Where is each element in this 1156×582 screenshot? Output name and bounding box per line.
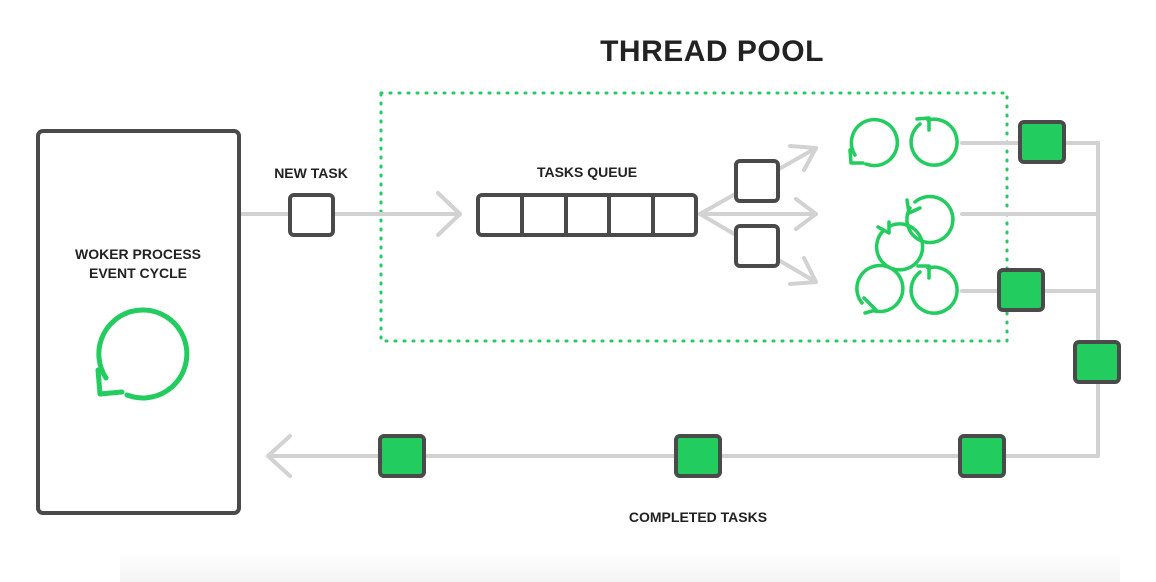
diagram-title: THREAD POOL	[600, 35, 824, 68]
completed-task-box	[674, 434, 722, 478]
completed-task-box	[378, 434, 426, 478]
queue-arrowhead	[436, 191, 462, 237]
completed-tasks-label: COMPLETED TASKS	[629, 509, 767, 525]
fanout-mid-arrowhead	[794, 197, 818, 231]
worker-label-line1: WOKER PROCESS	[75, 246, 201, 262]
completed-task-box	[1018, 120, 1066, 164]
new-task-box	[288, 193, 335, 237]
fanout-top-arrowhead	[788, 144, 818, 172]
completed-task-box	[1073, 340, 1121, 384]
fanout-bottom-arrowhead	[788, 256, 818, 286]
bottom-fade	[120, 552, 1120, 582]
return-arrowhead	[266, 434, 292, 478]
completed-task-box	[958, 434, 1006, 478]
event-cycle-icon	[95, 307, 190, 401]
thread-cycle-icon	[909, 264, 959, 315]
new-task-label: NEW TASK	[274, 165, 348, 181]
thread-cycle-icon	[855, 263, 905, 315]
thread-cycle-icon	[905, 194, 955, 245]
thread-pool-boundary	[379, 91, 1009, 343]
thread-cycle-icon	[874, 220, 925, 272]
pending-task-box	[734, 224, 780, 268]
tasks-queue	[476, 193, 698, 237]
worker-process-box	[36, 129, 241, 515]
thread-cycle-icon	[909, 116, 959, 167]
worker-label-line2: EVENT CYCLE	[89, 265, 187, 281]
thread-cycle-icon	[848, 117, 900, 168]
pending-task-box	[734, 159, 780, 203]
threads	[848, 116, 959, 315]
completed-task-box	[997, 268, 1045, 312]
tasks-queue-container	[476, 193, 698, 237]
completed-tasks	[378, 120, 1121, 478]
return-path	[266, 141, 1100, 458]
connectors	[238, 141, 1100, 478]
tasks-queue-label: TASKS QUEUE	[537, 164, 637, 180]
